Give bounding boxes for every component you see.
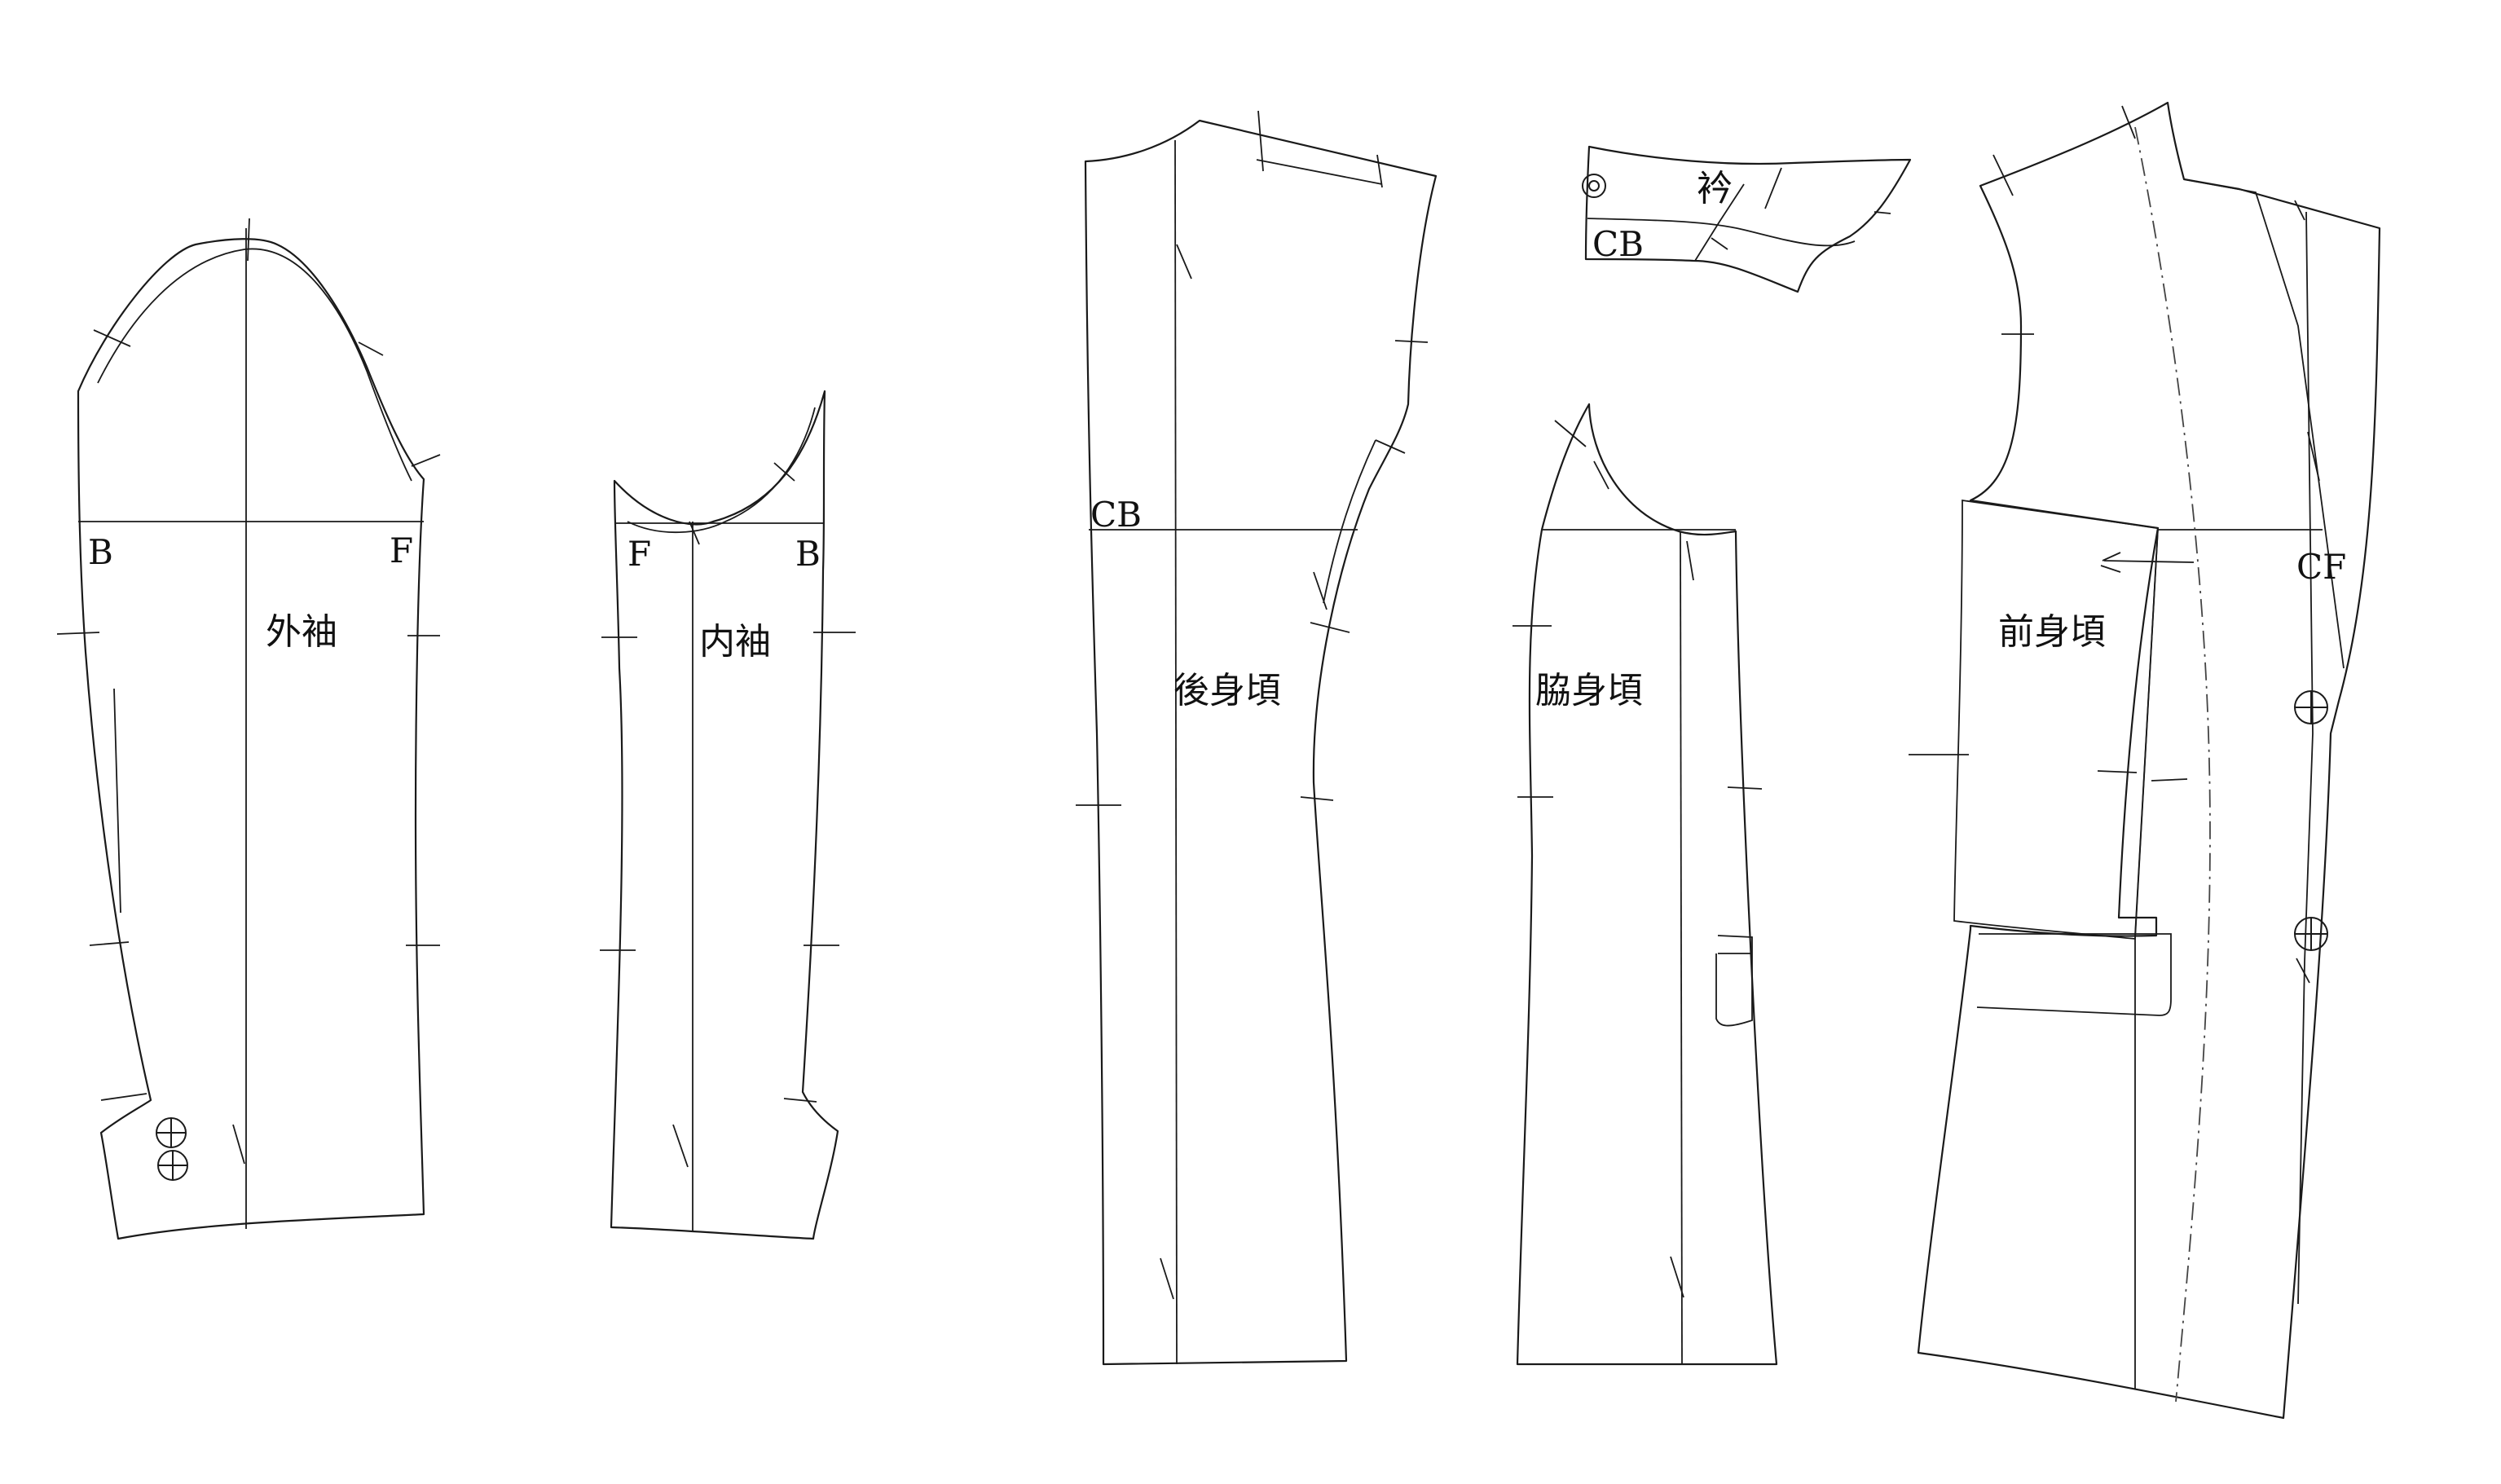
- side-body-pocket: [1715, 935, 1753, 1027]
- inner-sleeve-front-mark: F: [627, 534, 651, 574]
- inner-sleeve-piece: F B 内袖: [600, 390, 856, 1240]
- front-body-front-edge: [2297, 211, 2314, 1305]
- front-body-dart: [2134, 527, 2159, 1389]
- back-body-shoulder-stitch: [1256, 159, 1383, 185]
- back-body-center-line: [1174, 139, 1178, 1365]
- inner-sleeve-notches: [600, 462, 856, 1168]
- collar-hook-mark: [1582, 174, 1606, 198]
- inner-sleeve-back-mark: B: [795, 534, 821, 574]
- side-body-outline: [1516, 403, 1778, 1366]
- collar-name: 衿: [1697, 168, 1733, 209]
- outer-sleeve-cap-stitch: [97, 248, 412, 482]
- outer-sleeve-button-1: [156, 1117, 187, 1148]
- back-body-outline: [1084, 119, 1438, 1366]
- front-body-button-2: [2294, 917, 2328, 951]
- outer-sleeve-button-2: [157, 1150, 188, 1181]
- back-body-name: 後身頃: [1173, 670, 1281, 711]
- front-body-name: 前身頃: [1998, 611, 2106, 653]
- side-body-grainline: [1680, 531, 1683, 1365]
- front-body-lapel-line: [2183, 178, 2345, 669]
- back-body-notches: [1076, 110, 1429, 1300]
- side-body-notches: [1512, 420, 1763, 1298]
- inner-sleeve-outline: [610, 390, 839, 1240]
- front-body-center-front-line: [2134, 126, 2211, 1403]
- outer-sleeve-front-mark: F: [390, 531, 413, 570]
- inner-sleeve-name: 内袖: [699, 621, 771, 663]
- side-body-piece: 脇身頃: [1512, 403, 1778, 1366]
- outer-sleeve-outline: [77, 238, 425, 1240]
- outer-sleeve-name: 外袖: [266, 611, 337, 653]
- back-body-piece: CB 後身頃: [1076, 110, 1438, 1366]
- front-body-pocket-flap: [1976, 933, 2172, 1016]
- front-body-piece: CF 前身頃: [1909, 101, 2381, 1420]
- outer-sleeve-notches: [56, 218, 441, 1165]
- front-body-outline: [1917, 101, 2381, 1420]
- front-body-center-mark: CF: [2296, 547, 2346, 587]
- collar-center-mark: CB: [1592, 224, 1644, 264]
- inner-sleeve-cap-stitch: [627, 407, 816, 534]
- outer-sleeve-back-mark: B: [88, 532, 113, 572]
- collar-notches: [1711, 167, 1891, 250]
- back-body-center-mark: CB: [1090, 495, 1142, 535]
- collar-stand-line: [1587, 218, 1856, 247]
- front-body-notches: [1909, 105, 2320, 984]
- collar-outline: [1584, 145, 1912, 293]
- collar-piece: CB 衿: [1582, 145, 1912, 293]
- front-body-button-1: [2294, 690, 2328, 724]
- back-body-armhole-stitch: [1323, 439, 1376, 604]
- front-body-side-panel: [1953, 499, 2159, 940]
- side-body-name: 脇身頃: [1535, 670, 1643, 711]
- collar-notch-line: [1694, 183, 1745, 262]
- outer-sleeve-piece: B F 外袖: [56, 218, 441, 1240]
